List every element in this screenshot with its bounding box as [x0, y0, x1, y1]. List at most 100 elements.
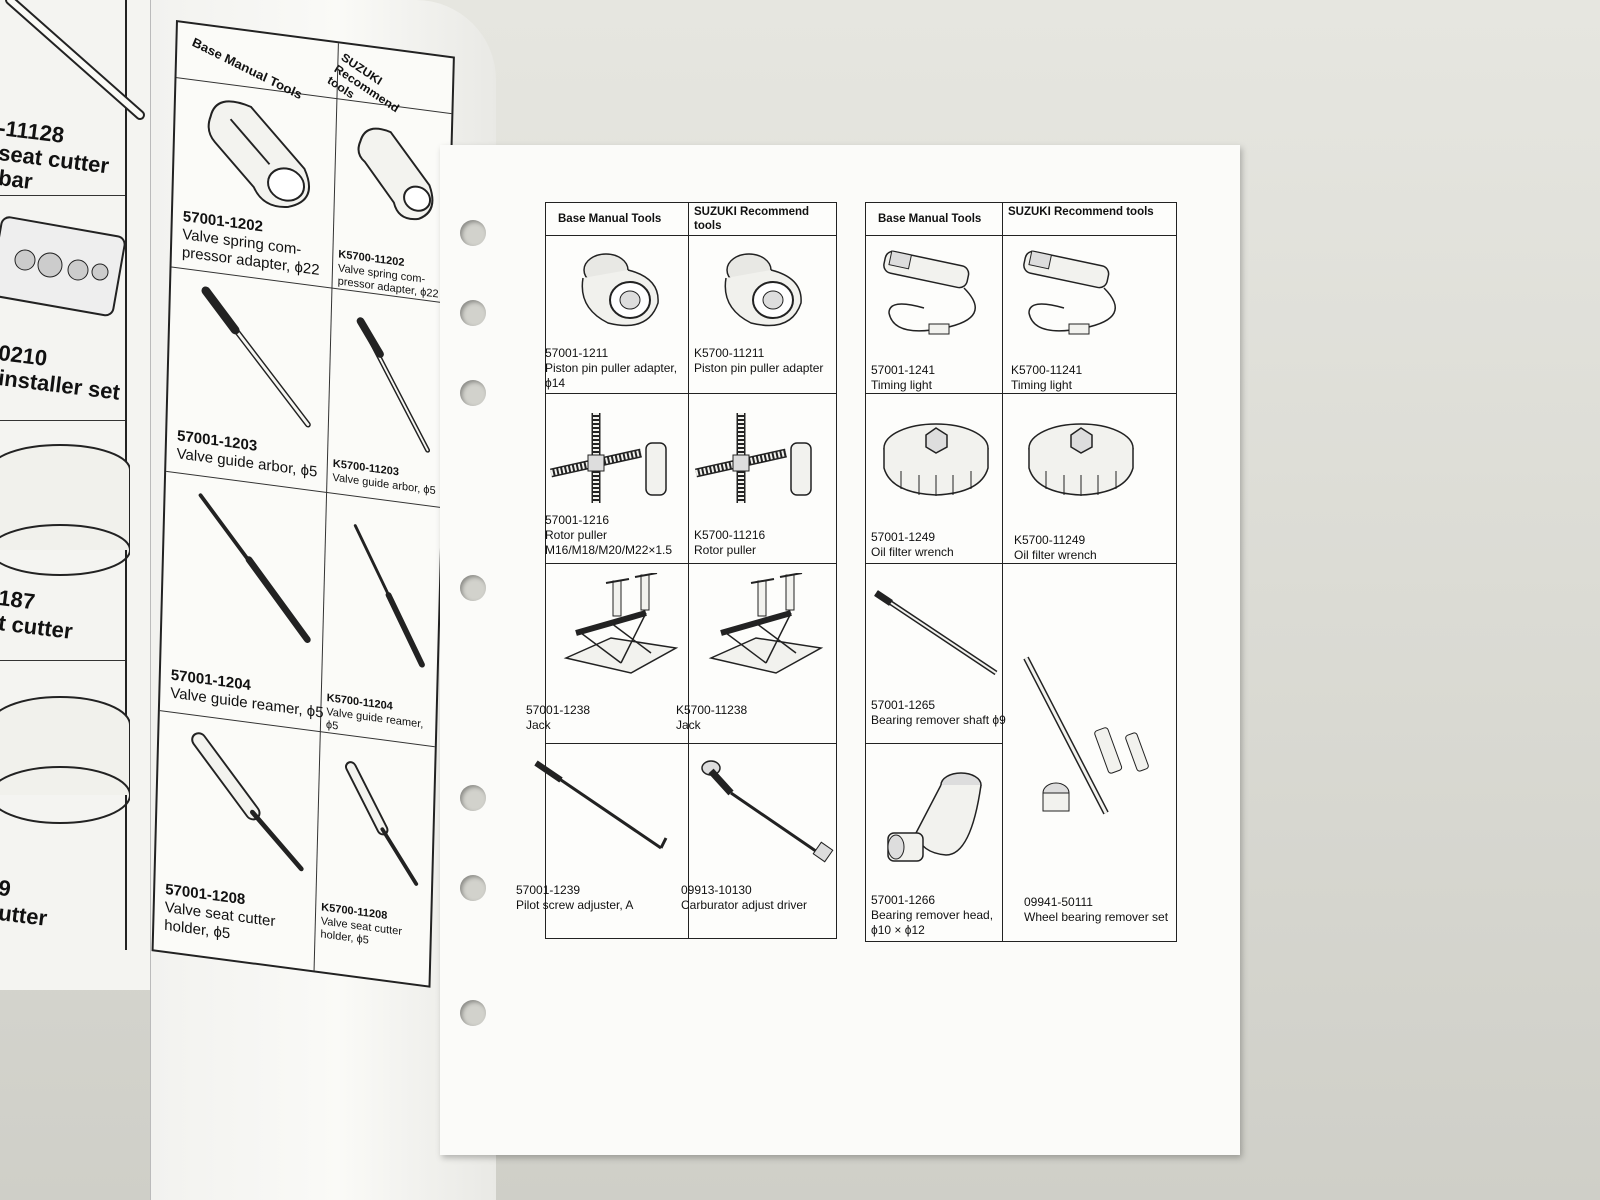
far-row-line: [0, 195, 125, 196]
pilot-screw-adjuster-icon: [534, 760, 668, 850]
tool-caption: K5700-11249 Oil filter wrench: [1014, 533, 1164, 563]
tool-name: Timing light: [871, 378, 932, 392]
timing-light-icon: [883, 250, 976, 335]
tool-name: Timing light: [1011, 378, 1072, 392]
valve-seat-cutter-holder-icon: [344, 761, 419, 886]
far-row-line: [0, 660, 125, 661]
bearing-remover-head-icon: [887, 772, 982, 862]
tool-caption: K5700-11238 Jack: [676, 703, 816, 733]
column-divider: [1002, 203, 1003, 941]
tool-name: Jack: [526, 718, 551, 732]
header-suzuki-tools: SUZUKI Recommend tools: [1008, 206, 1154, 218]
tool-code: 57001-1238: [526, 703, 591, 717]
tool-caption: 57001-1239 Pilot screw adjuster, A: [516, 883, 681, 913]
seat-cutter-bar-icon: [5, 0, 145, 120]
tools-table-right: Base Manual Tools SUZUKI Recommend tools: [865, 202, 1177, 942]
tool-name: Piston pin puller adapter: [694, 361, 824, 375]
column-divider: [688, 203, 689, 938]
far-text: bar: [0, 165, 34, 194]
binder-hole: [460, 380, 486, 406]
tool-caption: 57001-1249 Oil filter wrench: [871, 530, 1001, 560]
left-page: Base Manual Tools SUZUKI Recommend tools: [150, 0, 496, 1200]
left-tools-table-wrapper: Base Manual Tools SUZUKI Recommend tools: [151, 20, 455, 993]
carburator-adjust-driver-icon: [701, 760, 834, 863]
tool-name: Oil filter wrench: [1014, 548, 1097, 562]
tool-name: Jack: [676, 718, 701, 732]
seat-cutter-icon: [0, 696, 130, 824]
tool-caption: K5700-11211 Piston pin puller adapter: [694, 346, 834, 376]
wheel-bearing-remover-set-icon: [1023, 656, 1149, 815]
row-divider: [546, 743, 836, 744]
far-text: utter: [0, 900, 49, 931]
right-page: Base Manual Tools SUZUKI Recommend tools: [440, 145, 1240, 1155]
tool-code: 09913-10130: [681, 883, 752, 897]
binder-hole: [460, 785, 486, 811]
tool-code: 09941-50111: [1024, 895, 1093, 909]
tool-code: 57001-1266: [871, 893, 936, 907]
tool-code: 57001-1216: [545, 513, 610, 527]
valve-spring-compressor-icon: [207, 100, 310, 208]
jack-icon: [563, 573, 679, 674]
binder-hole: [460, 1000, 486, 1026]
row-divider: [546, 393, 836, 394]
tool-code: K5700-11238: [676, 703, 748, 717]
tool-name: Piston pin puller adapter, ϕ14: [545, 361, 678, 390]
tool-caption: 57001-1216 Rotor puller M16/M18/M20/M22×…: [545, 513, 690, 558]
bearing-remover-shaft-icon: [874, 590, 998, 676]
binder-hole: [460, 220, 486, 246]
tool-code: 57001-1265: [871, 698, 936, 712]
valve-spring-compressor-icon: [357, 127, 434, 221]
row-divider: [866, 563, 1176, 564]
tool-code: K5700-11216: [694, 528, 766, 542]
tool-code: 57001-1239: [516, 883, 581, 897]
tool-name: Bearing remover head, ϕ10 × ϕ12: [871, 908, 994, 937]
tool-name: Valve seat cutter holder, ϕ5: [320, 915, 403, 947]
valve-guide-arbor-icon: [201, 286, 311, 428]
row-divider: [546, 563, 836, 564]
binder-hole: [460, 300, 486, 326]
far-row-line: [0, 420, 125, 421]
tool-caption: K5700-11216 Rotor puller: [694, 528, 834, 558]
table-header: Base Manual Tools SUZUKI Recommend tools: [866, 203, 1176, 236]
tool-name: Rotor puller M16/M18/M20/M22×1.5: [545, 528, 673, 557]
tool-name: Carburator adjust driver: [681, 898, 808, 912]
tool-code: K5700-11249: [1014, 533, 1086, 547]
tool-caption: 57001-1265 Bearing remover shaft ϕ9: [871, 698, 1006, 728]
binder-hole: [460, 575, 486, 601]
row-divider: [866, 743, 1003, 744]
valve-guide-reamer-icon: [198, 493, 311, 643]
left-tools-table: Base Manual Tools SUZUKI Recommend tools: [151, 20, 455, 988]
tool-name: Wheel bearing remover set: [1024, 910, 1169, 924]
seat-cutter-icon: [0, 444, 130, 576]
tool-caption: 57001-1241 Timing light: [871, 363, 1001, 393]
header-suzuki-tools: SUZUKI Recommend tools: [694, 206, 810, 232]
tool-caption: 57001-1238 Jack: [526, 703, 666, 733]
tool-caption: K5700-11241 Timing light: [1011, 363, 1161, 393]
piston-pin-puller-icon: [581, 253, 659, 327]
oil-filter-wrench-icon: [883, 423, 989, 496]
header-base-manual-tools: Base Manual Tools: [558, 213, 662, 225]
tool-code: K5700-11211: [694, 346, 765, 360]
tool-name: Rotor puller: [694, 543, 757, 557]
tools-table-middle: Base Manual Tools SUZUKI Recommend tools: [516, 202, 837, 939]
valve-guide-arbor-icon: [356, 317, 431, 453]
tool-name: Bearing remover shaft ϕ9: [871, 713, 1006, 727]
rotor-puller-icon: [695, 413, 812, 503]
tool-code: 57001-1249: [871, 530, 936, 544]
jack-icon: [708, 573, 824, 674]
tool-caption: 57001-1266 Bearing remover head, ϕ10 × ϕ…: [871, 893, 1006, 938]
tool-name: Pilot screw adjuster, A: [516, 898, 634, 912]
table-header: Base Manual Tools SUZUKI Recommend tools: [546, 203, 836, 236]
tool-code: 57001-1211: [545, 346, 609, 360]
valve-guide-reamer-icon: [353, 524, 425, 668]
tool-code: 57001-1241: [871, 363, 936, 377]
rotor-puller-icon: [550, 413, 667, 503]
piston-pin-puller-icon: [724, 253, 802, 327]
oil-filter-wrench-icon: [1028, 423, 1134, 496]
tool-caption: 09913-10130 Carburator adjust driver: [681, 883, 831, 913]
tool-code: K5700-11241: [1011, 363, 1083, 377]
far-left-table: [0, 0, 145, 950]
tool-caption: 09941-50111 Wheel bearing remover set: [1024, 895, 1174, 925]
tool-caption: 57001-1211 Piston pin puller adapter, ϕ1…: [545, 346, 685, 391]
